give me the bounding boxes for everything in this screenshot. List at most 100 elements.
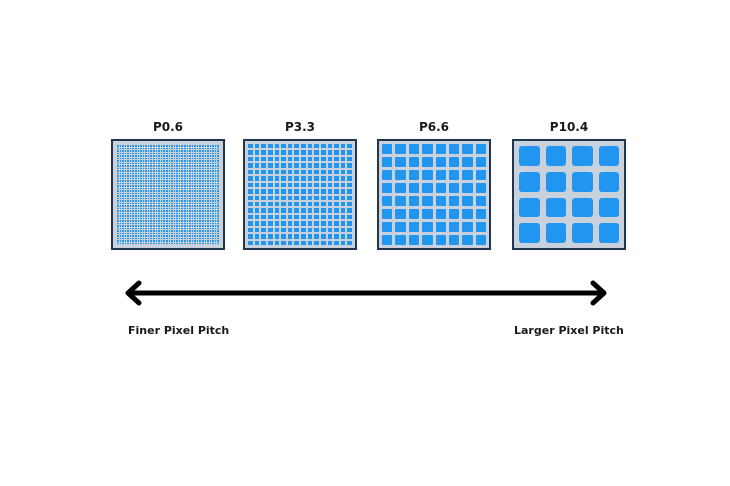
led-pixel [145,192,147,194]
led-pixel [132,180,135,182]
led-pixel [165,205,168,207]
led-pixel [194,212,196,214]
led-pixel [140,242,142,244]
led-pixel [145,160,147,162]
led-pixel [201,230,204,232]
led-pixel [408,222,420,232]
led-pixel [171,157,173,159]
led-pixel [142,187,145,189]
led-pixel [199,150,201,152]
led-pixel [214,185,217,187]
led-pixel [171,230,173,232]
led-pixel [254,208,260,213]
led-pixel [199,205,201,207]
led-pixel [212,150,214,152]
led-pixel [435,183,446,193]
led-pixel [168,207,171,209]
led-pixel [153,192,155,194]
led-pixel [186,165,189,167]
led-pixel [153,202,155,204]
led-pixel [287,221,293,226]
led-pixel [196,235,199,237]
led-pixel [395,144,406,154]
led-pixel [155,185,158,187]
led-pixel [181,175,183,177]
led-pixel [199,240,201,242]
led-pixel [160,145,163,147]
led-pixel [145,147,147,149]
led-pixel [382,222,393,232]
led-pixel [153,220,155,222]
led-pixel [301,208,306,213]
led-pixel [147,212,150,214]
led-pixel [137,220,140,222]
led-pixel [153,157,155,159]
led-pixel [217,235,219,237]
led-pixel [137,207,140,209]
led-pixel [186,160,189,162]
led-pixel [207,190,209,192]
led-pixel [194,160,196,162]
led-pixel [165,220,168,222]
led-pixel [435,170,446,180]
double-arrow-icon [125,280,607,306]
led-pixel [163,175,165,177]
led-pixel [168,185,171,187]
led-pixel [320,189,326,194]
led-pixel [129,160,132,162]
led-pixel [168,200,171,202]
led-pixel [199,167,201,169]
led-pixel [142,152,145,154]
led-pixel [201,240,204,242]
led-pixel [214,167,217,169]
led-pixel [340,163,346,168]
led-pixel [127,205,129,207]
led-pixel [194,155,196,157]
led-pixel [254,234,260,239]
led-pixel [254,189,260,194]
led-pixel [204,207,207,209]
led-pixel [153,232,155,234]
led-pixel [181,205,183,207]
led-pixel [150,215,153,217]
led-pixel [150,180,153,182]
led-pixel [150,192,153,194]
led-pixel [261,189,266,194]
led-pixel [214,190,217,192]
led-pixel [199,197,201,199]
led-pixel [165,207,168,209]
led-pixel [124,180,127,182]
led-pixel [153,242,155,244]
led-pixel [129,197,132,199]
led-pixel [274,208,280,213]
led-pixel [142,237,145,239]
led-pixel [207,235,209,237]
led-pixel [191,162,194,164]
led-pixel [382,144,393,154]
led-pixel [320,176,326,181]
led-pixel [191,197,194,199]
led-pixel [132,222,135,224]
led-pixel [207,185,209,187]
led-pixel [140,190,142,192]
led-pixel [196,212,199,214]
led-pixel [129,240,132,242]
led-pixel [327,234,333,239]
led-pixel [207,152,209,154]
led-pixel [163,170,165,172]
led-pixel [209,222,212,224]
led-pixel [207,187,209,189]
led-pixel [158,185,160,187]
panel-p10-4: P10.4 [512,119,626,250]
led-pixel [135,222,137,224]
led-pixel [117,172,119,174]
led-pixel [158,172,160,174]
led-pixel [347,176,352,181]
led-pixel [189,200,191,202]
led-pixel [217,165,219,167]
led-pixel [194,147,196,149]
led-pixel [181,200,183,202]
led-pixel [132,155,135,157]
led-pixel [248,201,253,207]
led-pixel [347,163,352,168]
